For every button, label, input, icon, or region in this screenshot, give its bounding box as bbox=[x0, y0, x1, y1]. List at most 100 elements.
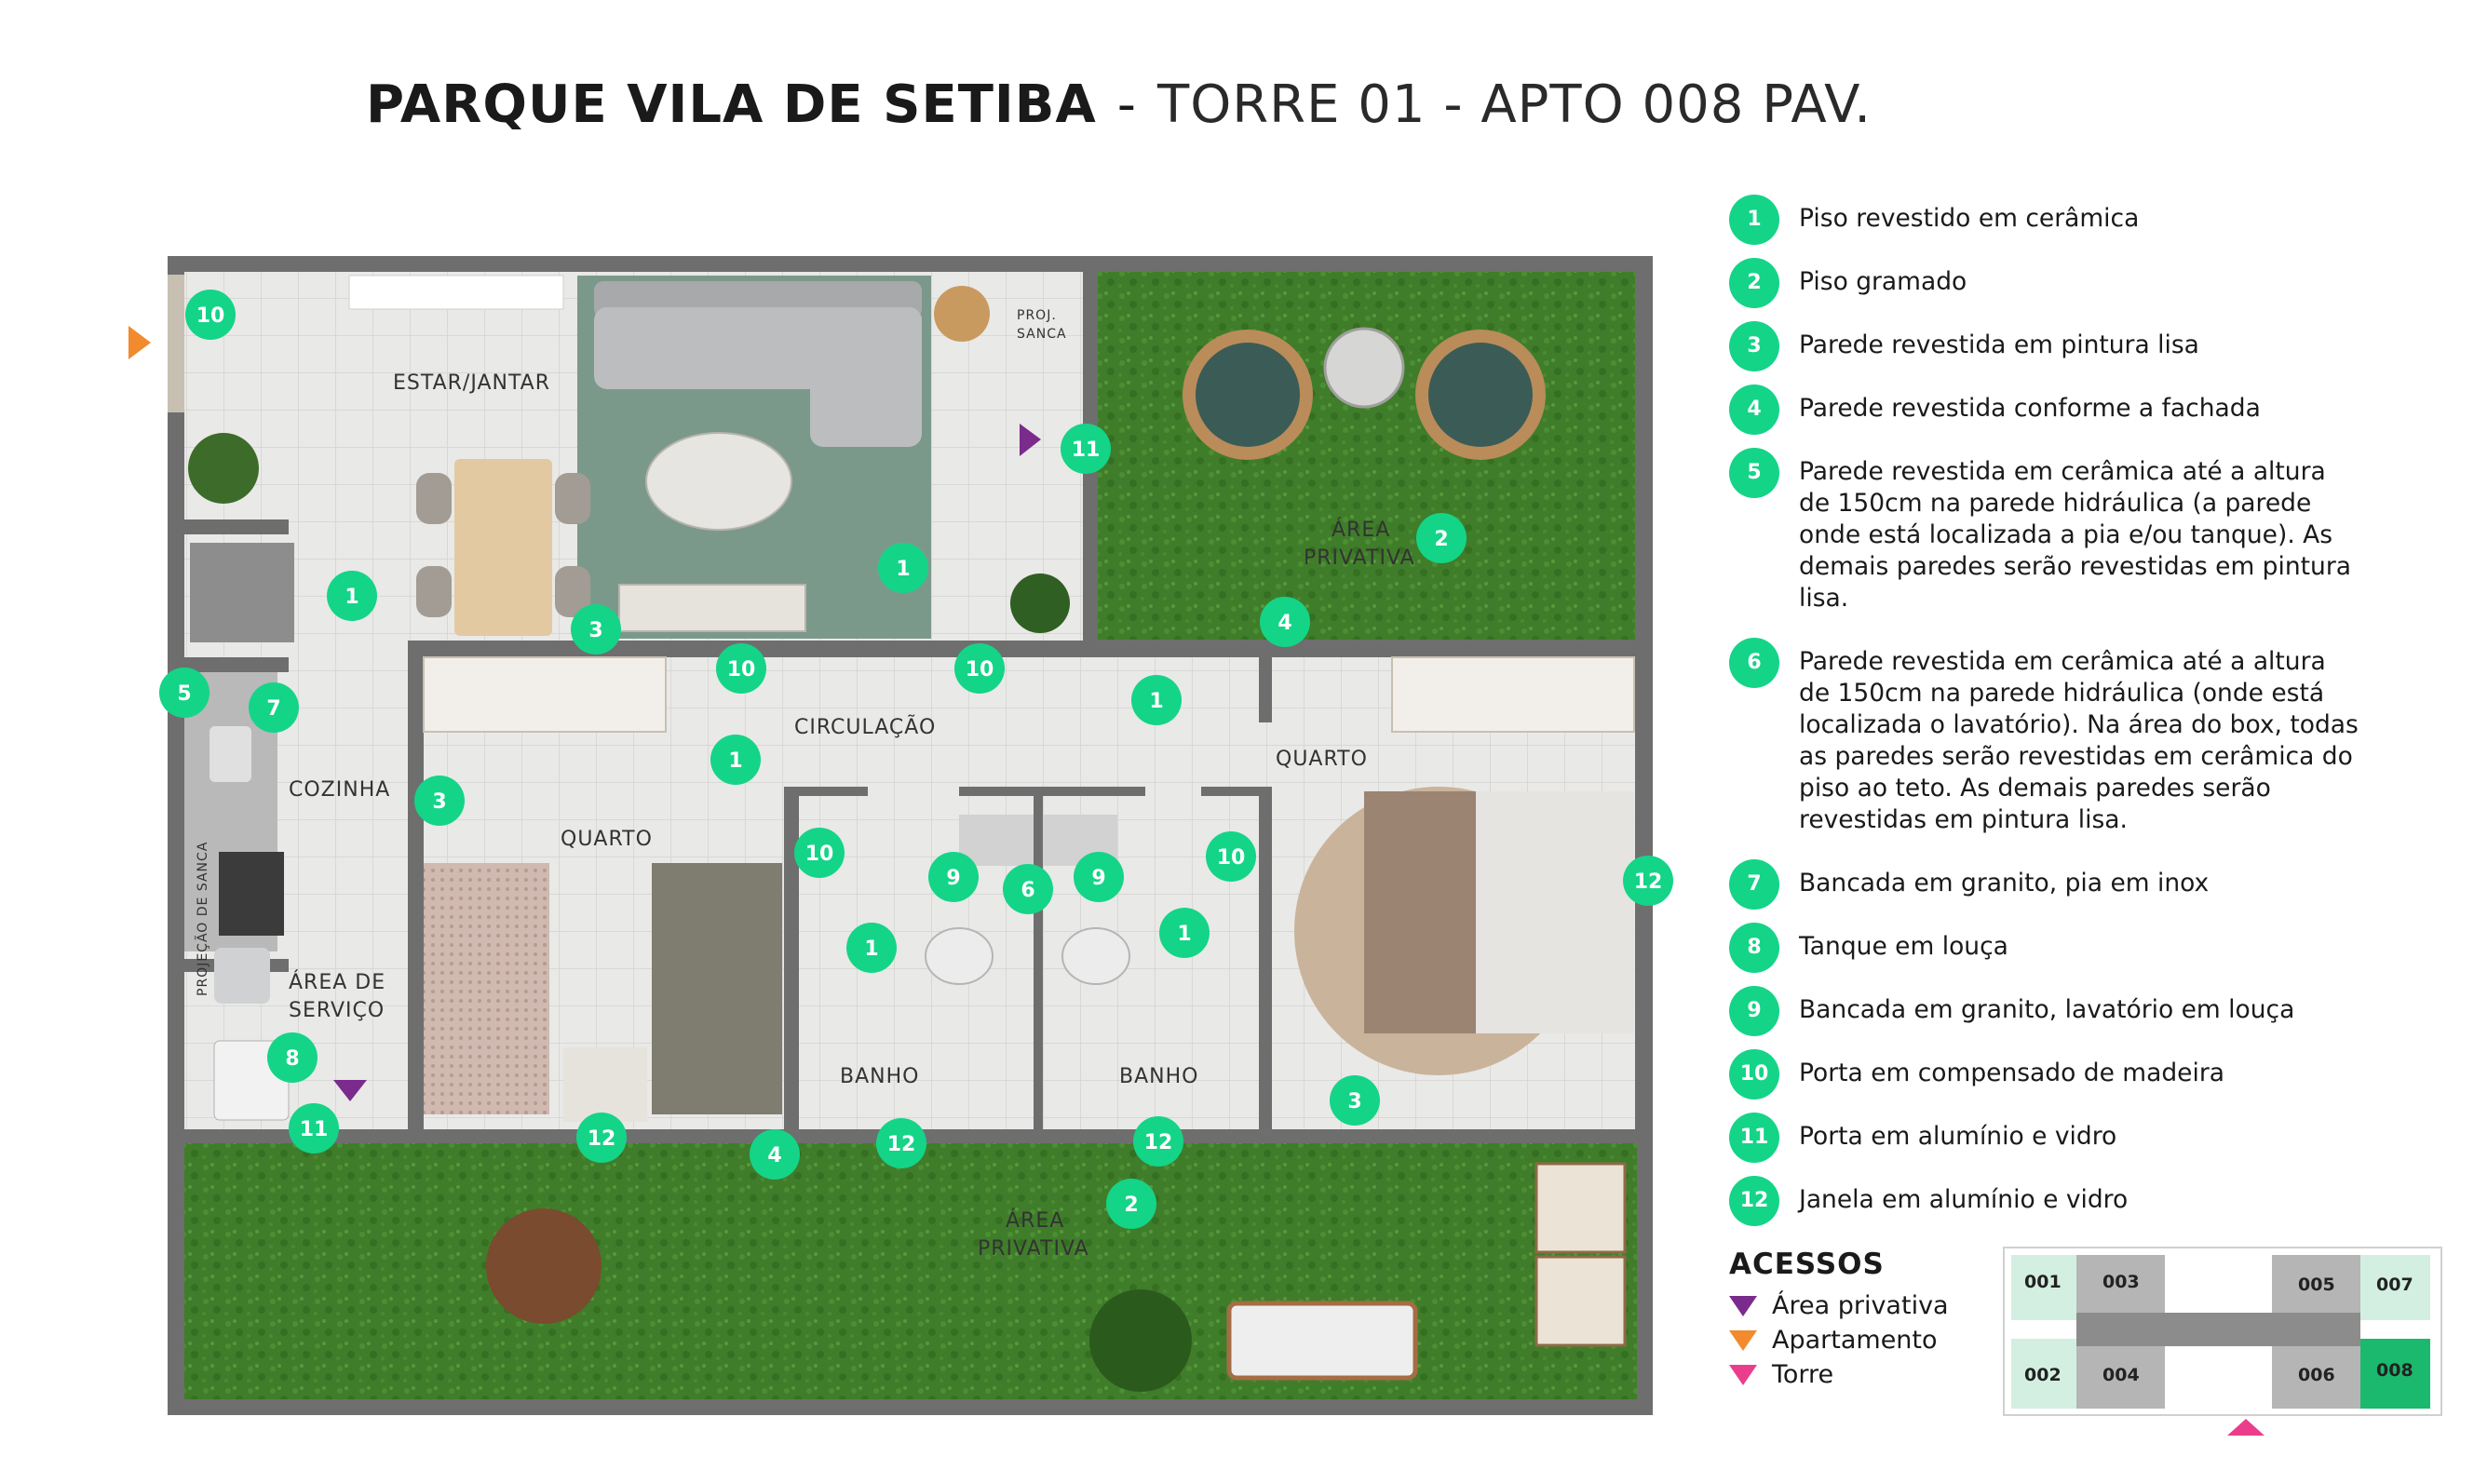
fridge bbox=[190, 543, 294, 642]
marker-number: 11 bbox=[300, 1118, 329, 1141]
legend-marker-5: 5 bbox=[159, 668, 210, 718]
sideboard bbox=[348, 275, 564, 310]
keyplan-unit-004: 004 bbox=[2102, 1365, 2140, 1385]
label-area-privativa-bottom-1: ÁREA bbox=[1006, 1208, 1064, 1233]
marker-number: 12 bbox=[1144, 1131, 1173, 1154]
grass-bottom bbox=[184, 1143, 1637, 1399]
legend-text: Porta em compensado de madeira bbox=[1799, 1059, 2224, 1087]
floor-plan: ESTAR/JANTAR PROJ. SANCA ÁREA PRIVATIVA … bbox=[128, 256, 1673, 1415]
legend-item: 9 Bancada em granito, lavatório em louça bbox=[1729, 986, 2362, 1036]
keyplan-unit-006: 006 bbox=[2298, 1365, 2335, 1385]
legend-marker-3: 3 bbox=[414, 776, 465, 826]
legend-text: Parede revestida conforme a fachada bbox=[1799, 394, 2261, 423]
access-label: Torre bbox=[1772, 1360, 1834, 1389]
legend-number: 3 bbox=[1729, 321, 1779, 371]
keyplan-highlight-008 bbox=[2360, 1339, 2430, 1409]
access-item-apartment: Apartamento bbox=[1729, 1323, 1949, 1357]
keyplan-unit-007: 007 bbox=[2376, 1275, 2413, 1295]
legend-text: Bancada em granito, lavatório em louça bbox=[1799, 995, 2295, 1024]
legend-text: Piso revestido em cerâmica bbox=[1799, 204, 2140, 233]
keyplan-unit-002: 002 bbox=[2024, 1365, 2062, 1385]
legend-text: Bancada em granito, pia em inox bbox=[1799, 869, 2210, 897]
legend-text: Janela em alumínio e vidro bbox=[1799, 1185, 2129, 1214]
marker-number: 4 bbox=[1278, 612, 1291, 635]
legend-marker-9: 9 bbox=[928, 852, 979, 902]
sofa-chaise bbox=[810, 307, 922, 447]
marker-number: 1 bbox=[896, 558, 910, 581]
label-area-privativa-bottom-2: PRIVATIVA bbox=[978, 1237, 1089, 1261]
legend-marker-7: 7 bbox=[249, 682, 299, 733]
legend-number: 4 bbox=[1729, 384, 1779, 435]
outdoor-sofa bbox=[1226, 1301, 1418, 1381]
wardrobes bbox=[423, 656, 1635, 733]
access-label: Apartamento bbox=[1772, 1326, 1938, 1355]
marker-number: 12 bbox=[887, 1133, 916, 1156]
legend-marker-3: 3 bbox=[1330, 1075, 1380, 1126]
marker-number: 10 bbox=[966, 658, 994, 681]
legend-marker-12: 12 bbox=[1623, 856, 1673, 906]
triangle-down-icon bbox=[1729, 1295, 1757, 1316]
access-label: Área privativa bbox=[1772, 1291, 1949, 1320]
legend-marker-11: 11 bbox=[1061, 424, 1111, 474]
marker-number: 9 bbox=[1091, 867, 1105, 890]
legend-number: 11 bbox=[1729, 1113, 1779, 1163]
marker-number: 9 bbox=[946, 867, 960, 890]
marker-number: 12 bbox=[588, 1127, 616, 1151]
legend-marker-2: 2 bbox=[1106, 1179, 1156, 1229]
access-item-tower: Torre bbox=[1729, 1357, 1949, 1392]
dining-table bbox=[454, 459, 552, 636]
grass-top bbox=[1097, 272, 1637, 640]
marker-number: 7 bbox=[266, 697, 280, 721]
label-area-privativa-top-2: PRIVATIVA bbox=[1304, 546, 1415, 570]
label-banho-left: BANHO bbox=[840, 1065, 919, 1088]
legend-text: Porta em alumínio e vidro bbox=[1799, 1122, 2117, 1151]
marker-number: 4 bbox=[767, 1144, 781, 1167]
balcony-left bbox=[168, 275, 184, 412]
legend-number: 1 bbox=[1729, 195, 1779, 245]
label-projecao-sanca: PROJEÇÃO DE SANCA bbox=[195, 842, 210, 996]
kitchen-sink bbox=[210, 726, 251, 782]
legend-text: Parede revestida em cerâmica até a altur… bbox=[1799, 647, 2359, 834]
marker-number: 11 bbox=[1072, 438, 1101, 462]
access-legend: ACESSOS Área privativa Apartamento Torre bbox=[1729, 1248, 1949, 1392]
toilet-left bbox=[925, 927, 994, 985]
legend-marker-1: 1 bbox=[878, 543, 928, 593]
bed-right-blanket bbox=[1364, 791, 1476, 1033]
label-banho-right: BANHO bbox=[1119, 1065, 1198, 1088]
access-arrow-private-bottom bbox=[333, 1080, 367, 1101]
legend-marker-4: 4 bbox=[750, 1129, 800, 1180]
access-heading: ACESSOS bbox=[1729, 1248, 1885, 1281]
marker-number: 2 bbox=[1434, 528, 1448, 551]
tv-console bbox=[618, 584, 806, 632]
legend-marker-11: 11 bbox=[289, 1103, 339, 1153]
chair-terrace-left-seat bbox=[1196, 343, 1300, 447]
dining-chairs bbox=[416, 473, 590, 617]
legend-marker-8: 8 bbox=[267, 1032, 318, 1083]
coffee-table bbox=[645, 432, 792, 531]
legend-marker-10: 10 bbox=[716, 643, 766, 694]
marker-number: 6 bbox=[1021, 879, 1034, 902]
legend-number: 8 bbox=[1729, 923, 1779, 973]
marker-number: 1 bbox=[1177, 923, 1191, 946]
marker-number: 8 bbox=[285, 1047, 299, 1071]
legend-marker-3: 3 bbox=[571, 604, 621, 654]
legend-marker-10: 10 bbox=[794, 828, 845, 878]
label-circulacao: CIRCULAÇÃO bbox=[794, 714, 936, 739]
stove bbox=[219, 852, 284, 936]
sunbed-2 bbox=[1534, 1255, 1627, 1347]
legend-text: Parede revestida em cerâmica até a altur… bbox=[1799, 457, 2351, 613]
marker-number: 3 bbox=[1347, 1090, 1361, 1113]
legend-number: 9 bbox=[1729, 986, 1779, 1036]
legend-marker-1: 1 bbox=[846, 923, 897, 973]
legend-marker-9: 9 bbox=[1074, 852, 1124, 902]
label-proj-sanca-2: SANCA bbox=[1017, 327, 1067, 342]
bed-left-1 bbox=[424, 863, 549, 1114]
title-project: PARQUE VILA DE SETIBA bbox=[366, 74, 1097, 135]
marker-number: 3 bbox=[432, 790, 446, 814]
